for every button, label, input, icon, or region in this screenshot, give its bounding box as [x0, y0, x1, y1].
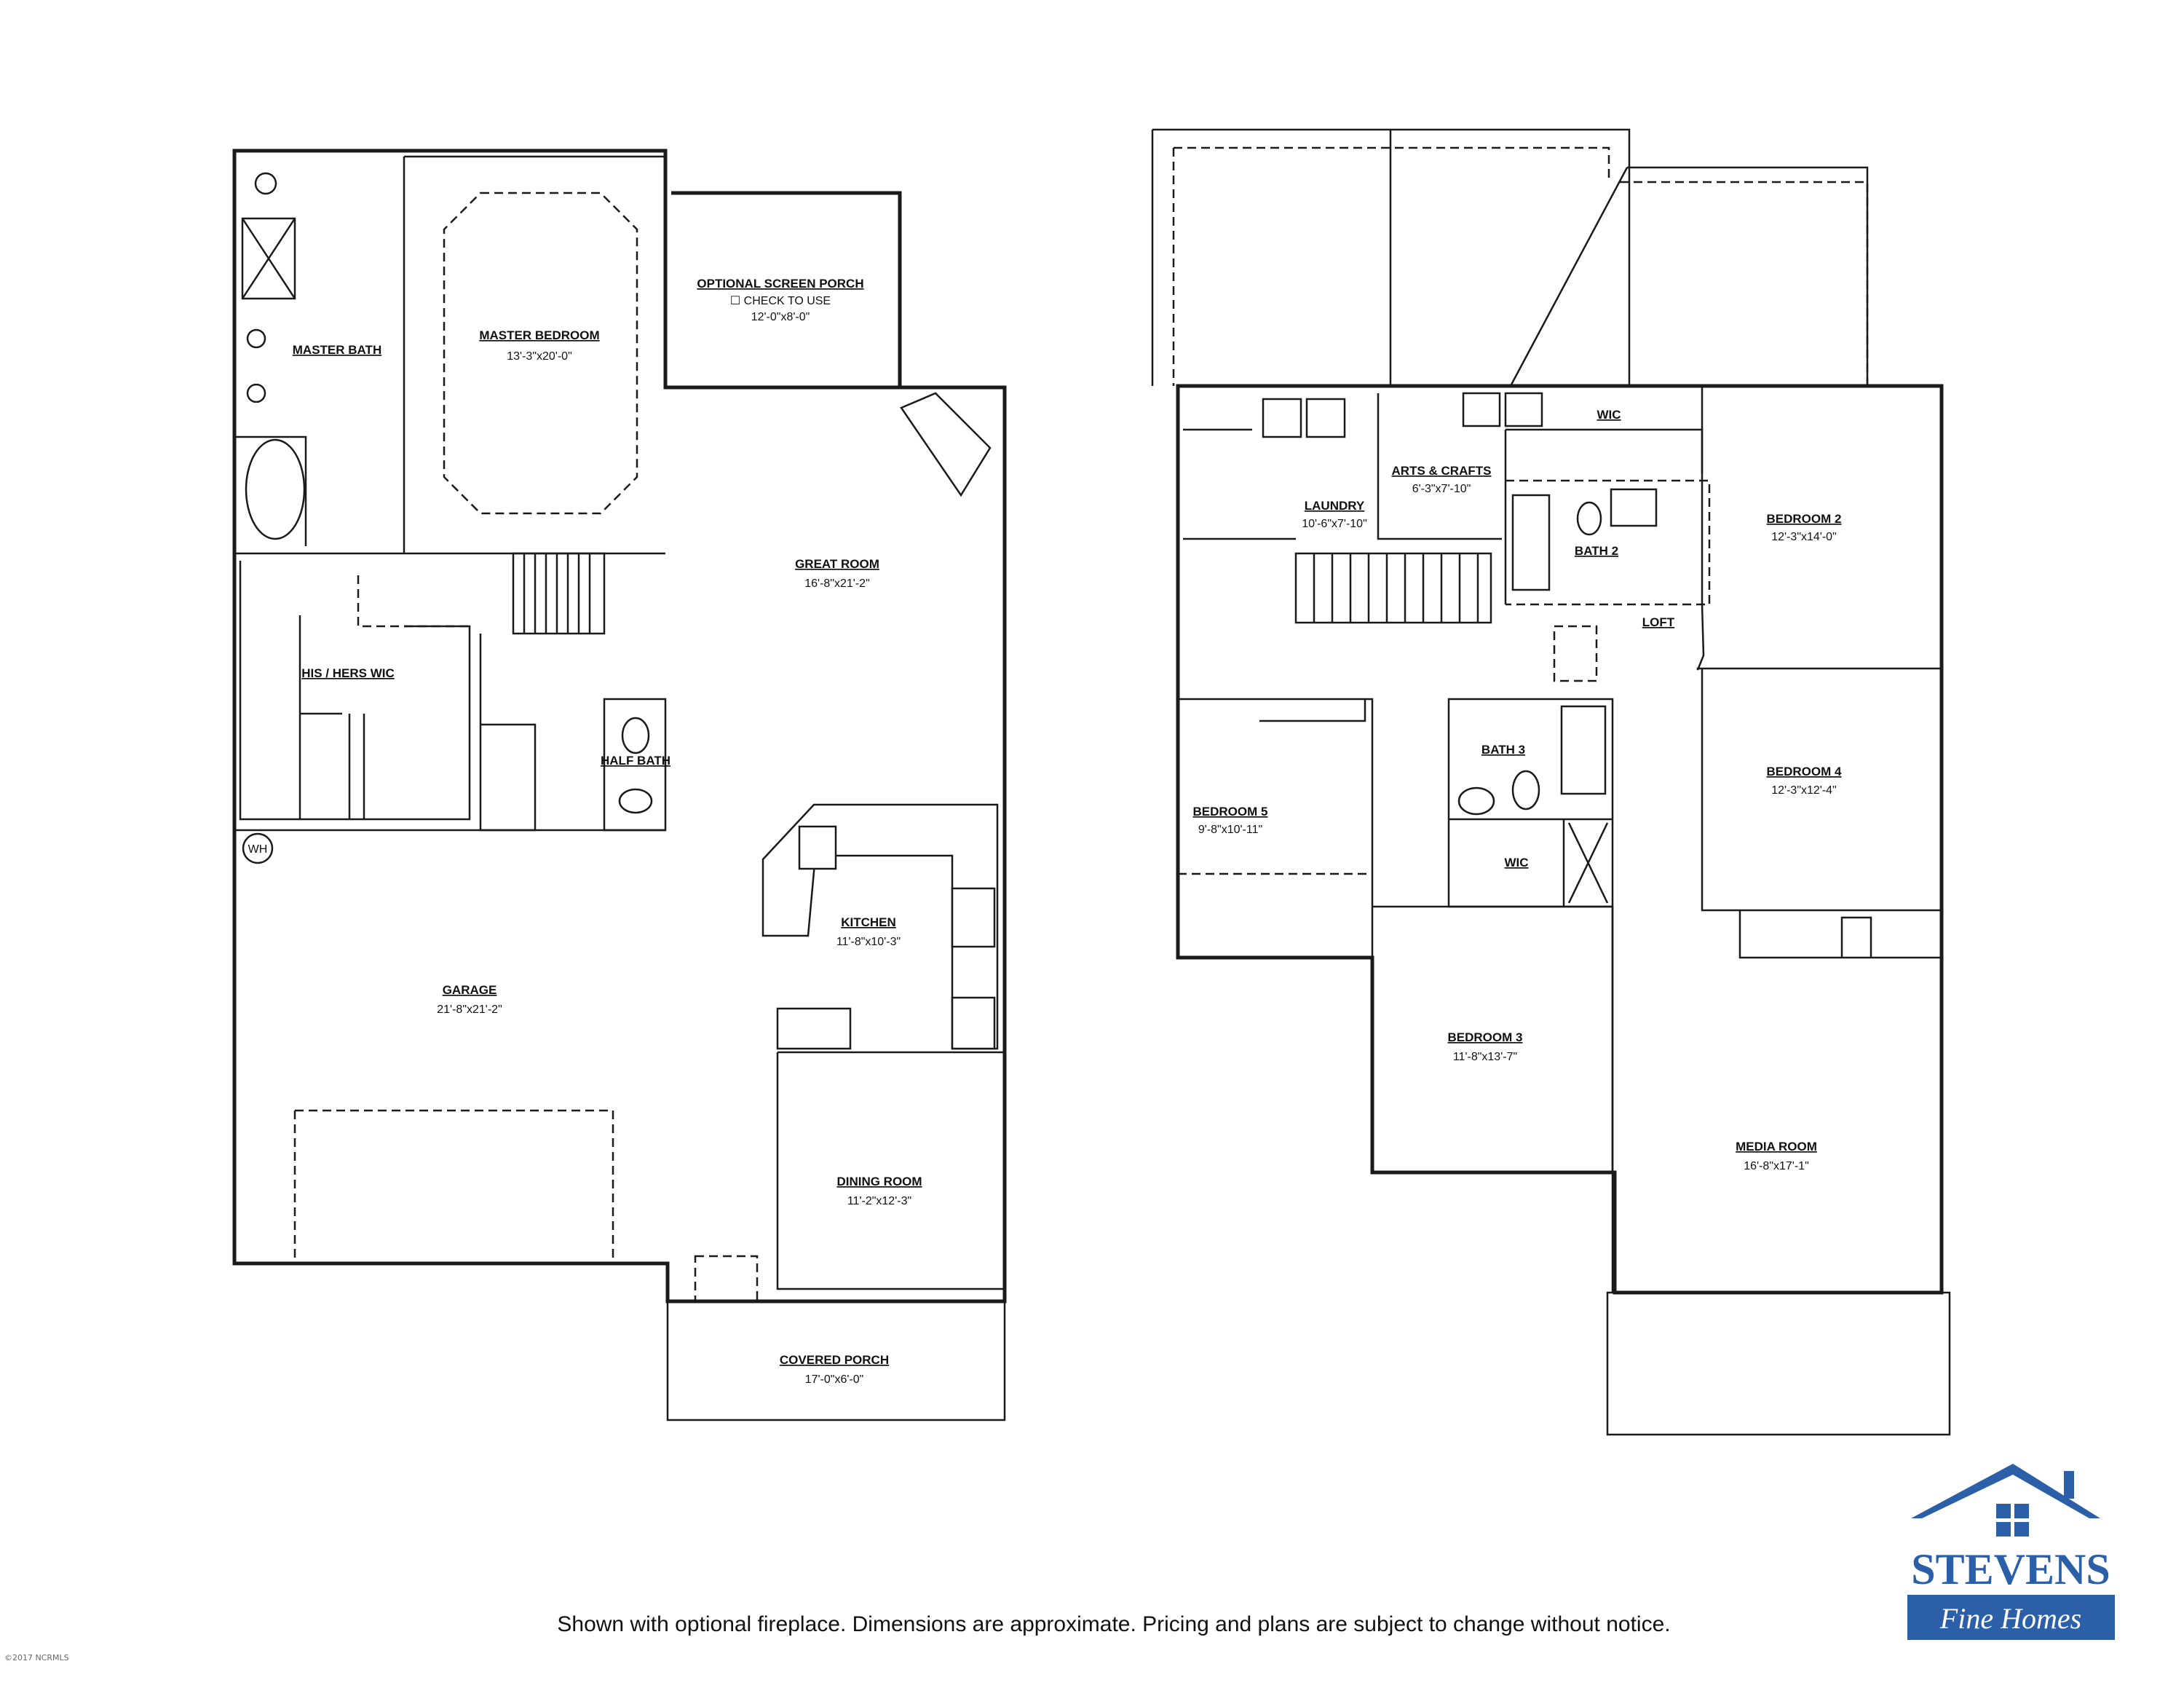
bedroom-2-size: 12'-3"x14'-0" — [1771, 531, 1837, 543]
covered-porch-label: COVERED PORCH — [780, 1353, 889, 1367]
kitchen-size: 11'-8"x10'-3" — [836, 936, 901, 948]
second-floor-plan — [1151, 128, 1951, 1436]
lower-wic-label: WIC — [1504, 856, 1528, 869]
garage-size: 21'-8"x21'-2" — [437, 1003, 502, 1016]
covered-porch-size: 17'-0"x6'-0" — [805, 1373, 864, 1386]
screen-porch-size: 12'-0"x8'-0" — [751, 311, 810, 323]
water-heater-label: WH — [248, 843, 268, 856]
great-room-label: GREAT ROOM — [795, 557, 879, 571]
first-floor-labels: MASTER BATH MASTER BEDROOM 13'-3"x20'-0"… — [248, 277, 922, 1386]
arts-crafts-size: 6'-3"x7'-10" — [1412, 483, 1471, 495]
bedroom-5-size: 9'-8"x10'-11" — [1198, 824, 1262, 836]
logo-tagline-text: Fine Homes — [1939, 1602, 2081, 1635]
stevens-logo: STEVENS Fine Homes — [1907, 1464, 2115, 1640]
copyright-text: ©2017 NCRMLS — [4, 1653, 69, 1663]
great-room-size: 16'-8"x21'-2" — [804, 577, 870, 590]
kitchen-label: KITCHEN — [841, 915, 896, 929]
footer-disclaimer: Shown with optional fireplace. Dimension… — [557, 1612, 1670, 1636]
upper-wic-label: WIC — [1597, 408, 1621, 422]
screen-porch-note[interactable]: ☐ CHECK TO USE — [730, 295, 831, 307]
second-floor-labels: WIC ARTS & CRAFTS 6'-3"x7'-10" LAUNDRY 1… — [1193, 408, 1843, 1172]
master-bath-label: MASTER BATH — [293, 343, 381, 357]
first-floor-plan — [232, 149, 1007, 1421]
logo-brand-text: STEVENS — [1911, 1545, 2110, 1593]
laundry-size: 10'-6"x7'-10" — [1302, 518, 1367, 530]
bedroom-2-label: BEDROOM 2 — [1767, 512, 1842, 526]
screen-porch-label: OPTIONAL SCREEN PORCH — [697, 277, 863, 291]
bedroom-4-label: BEDROOM 4 — [1767, 765, 1843, 778]
media-room-size: 16'-8"x17'-1" — [1744, 1160, 1809, 1172]
bedroom-5-label: BEDROOM 5 — [1193, 805, 1268, 819]
dining-room-label: DINING ROOM — [836, 1175, 922, 1188]
bedroom-3-size: 11'-8"x13'-7" — [1453, 1051, 1517, 1063]
master-bedroom-size: 13'-3"x20'-0" — [507, 350, 572, 363]
bath-2-label: BATH 2 — [1575, 544, 1618, 558]
garage-label: GARAGE — [443, 983, 497, 997]
bedroom-3-label: BEDROOM 3 — [1448, 1030, 1523, 1044]
master-bedroom-label: MASTER BEDROOM — [479, 328, 599, 342]
window-icon — [1996, 1504, 2029, 1537]
laundry-label: LAUNDRY — [1305, 499, 1365, 513]
loft-label: LOFT — [1642, 615, 1675, 629]
bath-3-label: BATH 3 — [1481, 743, 1525, 757]
chimney-icon — [2064, 1471, 2074, 1499]
half-bath-label: HALF BATH — [601, 754, 670, 768]
house-roof-icon — [1911, 1464, 2100, 1518]
logo-tagline-band — [1907, 1595, 2115, 1640]
dining-room-size: 11'-2"x12'-3" — [847, 1195, 911, 1207]
arts-crafts-label: ARTS & CRAFTS — [1392, 464, 1492, 478]
his-hers-wic-label: HIS / HERS WIC — [301, 666, 395, 680]
bedroom-4-size: 12'-3"x12'-4" — [1771, 784, 1837, 797]
media-room-label: MEDIA ROOM — [1736, 1140, 1817, 1153]
